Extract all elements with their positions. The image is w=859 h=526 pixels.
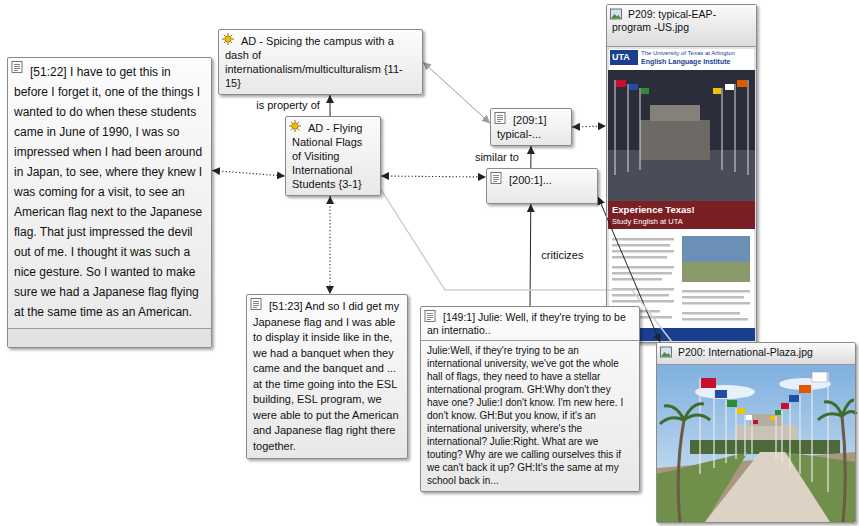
image-text: UTA — [612, 52, 630, 63]
node-title: [149:1] Julie: Well, if they're trying t… — [427, 311, 633, 337]
node-title: P200: International-Plaza.jpg — [657, 343, 855, 365]
connector — [212, 170, 285, 176]
code-icon — [222, 33, 234, 45]
quotation-icon — [251, 299, 261, 310]
quotation-icon — [495, 113, 505, 124]
connector — [381, 176, 486, 177]
image-text: Study English at UTA — [612, 217, 683, 226]
connector — [423, 62, 490, 123]
quotation-icon — [491, 173, 501, 184]
node-title: AD - Spicing the campus with a dash of i… — [225, 34, 416, 90]
code-box: AD - Spicing the campus with a dash of i… — [218, 29, 423, 95]
quotation-icon — [12, 62, 22, 73]
node-title: [200:1]... — [493, 173, 591, 187]
connector — [329, 196, 330, 294]
plaza-photo — [657, 365, 856, 522]
node-title: [209:1] typical-... — [497, 113, 565, 141]
document-icon — [661, 347, 672, 357]
node-title: P209: typical-EAP-program -US.jpg — [607, 5, 756, 47]
node-body: Julie:Well, if they're trying to be an i… — [421, 340, 639, 487]
code-icon — [289, 120, 301, 132]
brochure-image — [608, 48, 755, 341]
quotation-box: [149:1] Julie: Well, if they're trying t… — [420, 306, 640, 492]
image-text: Experience Texas! — [612, 204, 695, 215]
document-icon — [611, 9, 622, 19]
document-box: P200: International-Plaza.jpg — [656, 342, 856, 523]
code-box: AD - Flying National Flags of Visiting I… — [285, 116, 381, 196]
quotation-box: [200:1]... — [486, 168, 598, 204]
quotation-icon — [425, 311, 435, 322]
image-text: The University of Texas at Arlington — [641, 50, 735, 58]
connector — [572, 125, 606, 127]
image-text: English Language Institute — [641, 58, 730, 67]
node-title: [51:22] I have to get this in before I f… — [14, 62, 205, 322]
node-title: AD - Flying National Flags of Visiting I… — [292, 121, 374, 191]
quotation-box: [209:1] typical-... — [490, 108, 572, 146]
connector — [530, 146, 531, 168]
quotation-box: [51:22] I have to get this in before I f… — [7, 57, 212, 348]
node-title: [51:23] And so I did get my Japanese fla… — [253, 299, 401, 454]
connector — [329, 95, 330, 116]
relation-label: is property of — [254, 99, 322, 112]
relation-label: similar to — [473, 151, 521, 164]
quotation-box: [51:23] And so I did get my Japanese fla… — [246, 294, 408, 459]
relation-label: criticizes — [539, 249, 585, 262]
